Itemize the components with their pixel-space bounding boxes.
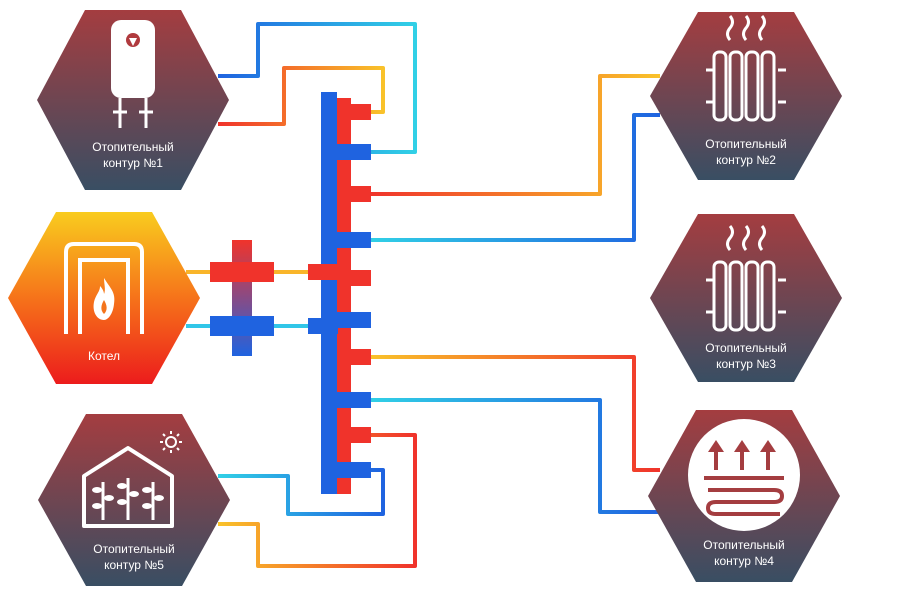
circuit2-node: Отопительный контур №2 bbox=[650, 12, 842, 180]
boiler-label: Котел bbox=[88, 349, 120, 363]
sun-icon bbox=[160, 431, 182, 453]
circuit5-node: Отопительный контур №5 bbox=[38, 414, 230, 586]
boiler-icon bbox=[64, 242, 144, 334]
pipe-circuit2-supply bbox=[370, 74, 660, 196]
flame-icon bbox=[93, 278, 115, 320]
distribution-manifold bbox=[308, 92, 371, 494]
underfloor-heating-icon bbox=[688, 419, 800, 531]
pipe-circuit4-supply bbox=[370, 355, 660, 472]
circuit3-node: Отопительный контур №3 bbox=[650, 214, 842, 382]
pipes bbox=[186, 22, 660, 568]
greenhouse-icon bbox=[82, 446, 174, 528]
pipe-circuit2-return bbox=[370, 113, 660, 242]
circuit4-label-line1: Отопительный bbox=[703, 538, 784, 552]
circuit1-label-line2: контур №1 bbox=[103, 156, 163, 170]
pipe-circuit1-supply bbox=[218, 66, 385, 126]
pipe-circuit5-supply bbox=[218, 433, 417, 568]
pipe-circuit4-return bbox=[370, 398, 660, 514]
circuit4-label-line2: контур №4 bbox=[714, 554, 774, 568]
circuit5-label-line2: контур №5 bbox=[104, 558, 164, 572]
water-heater-icon bbox=[111, 20, 155, 128]
pipe-circuit5-return bbox=[218, 468, 385, 516]
circuit5-label-line1: Отопительный bbox=[93, 542, 174, 556]
circuit4-node: Отопительный контур №4 bbox=[648, 410, 840, 582]
circuit2-label-line1: Отопительный bbox=[705, 137, 786, 151]
pipe-circuit1-return bbox=[218, 22, 417, 154]
circuit1-node: Отопительный контур №1 bbox=[37, 10, 229, 190]
radiator-icon bbox=[706, 15, 786, 122]
circuit2-label-line2: контур №2 bbox=[716, 153, 776, 167]
radiator-icon bbox=[706, 225, 786, 332]
hydraulic-separator bbox=[210, 240, 274, 356]
circuit1-label-line1: Отопительный bbox=[92, 140, 173, 154]
circuit3-label-line2: контур №3 bbox=[716, 357, 776, 371]
circuit3-label-line1: Отопительный bbox=[705, 341, 786, 355]
boiler-node: Котел bbox=[8, 212, 200, 384]
